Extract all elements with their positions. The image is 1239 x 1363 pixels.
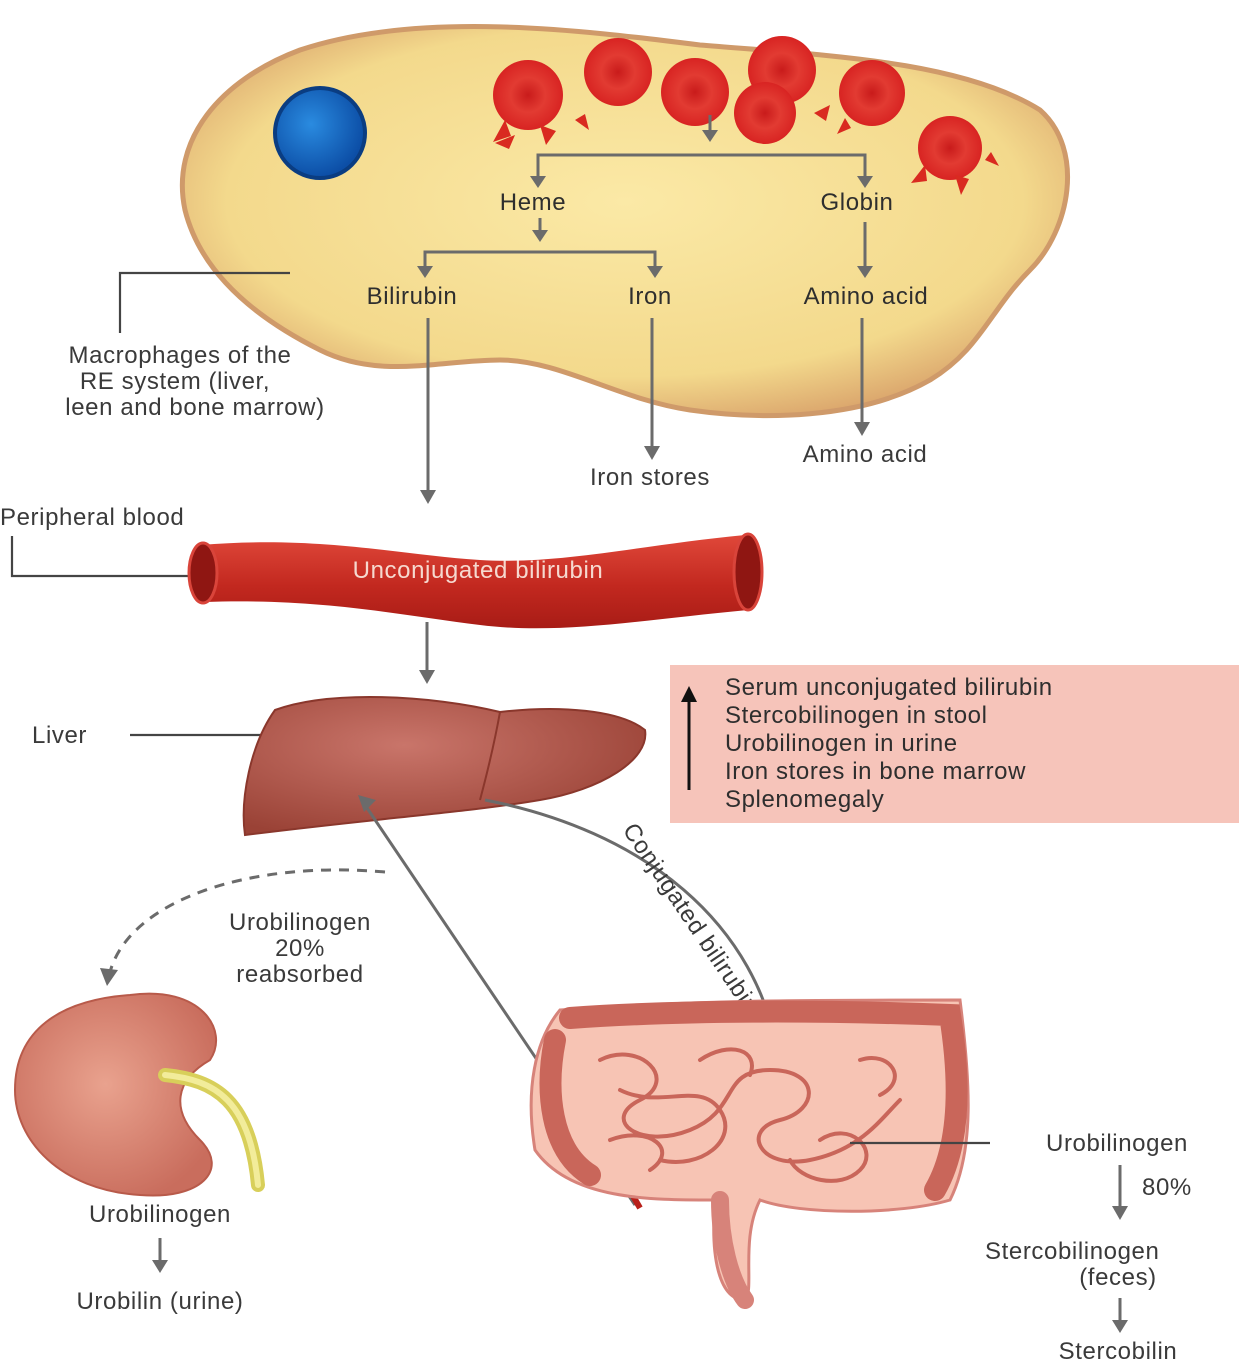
urobilin-urine-label: Urobilin (urine) [77,1288,244,1315]
kidney-urobilinogen-label: Urobilinogen [89,1201,231,1228]
vessel-opening-left [189,543,217,603]
heme-label: Heme [500,189,566,216]
macrophage-label-line3: leen and bone marrow) [65,394,324,421]
iron-stores-label: Iron stores [590,464,710,491]
peripheral-blood-label: Peripheral blood [0,504,184,531]
intestine-arrow-1-head [1112,1206,1128,1220]
rbc [661,58,729,126]
rbc [584,38,652,106]
reabsorbed-line2: 20% [275,935,325,962]
arrow-to-liver-head [419,670,435,684]
dashed-arrow-head [100,968,118,986]
finding-item: Iron stores in bone marrow [725,758,1026,785]
feces-label: (feces) [1079,1264,1157,1291]
reabsorbed-line1: Urobilinogen [229,909,371,936]
percent-80-label: 80% [1142,1174,1192,1201]
vessel-opening-right [734,534,762,610]
bilirubin-label: Bilirubin [367,283,458,310]
liver [244,697,646,835]
intestine-urobilinogen-label: Urobilinogen [1046,1130,1188,1157]
stercobilinogen-label: Stercobilinogen [985,1238,1159,1265]
finding-item: Stercobilinogen in stool [725,702,988,729]
finding-item: Serum unconjugated bilirubin [725,674,1053,701]
stercobilin-label: Stercobilin [1059,1338,1178,1363]
macrophage-label-line2: RE system (liver, [80,368,270,395]
finding-item: Splenomegaly [725,786,884,813]
finding-item: Urobilinogen in urine [725,730,958,757]
liver-label: Liver [32,722,87,749]
kidney-arrow-head [152,1260,168,1273]
amino-acid-outside-label: Amino acid [803,441,928,468]
rbc [918,116,982,180]
conjugated-bilirubin-label: Conjugated bilirubin [617,818,765,1019]
amino-acid-label: Amino acid [804,283,929,310]
blood-leader-line [12,536,190,576]
vessel-text: Unconjugated bilirubin [353,557,604,584]
nucleus [275,88,365,178]
rbc [734,82,796,144]
intestine [531,1000,968,1300]
iron-label: Iron [628,283,672,310]
intestine-arrow-2-head [1112,1320,1128,1333]
rbc-rupturing [493,60,563,130]
kidney [15,994,216,1196]
macrophage-label-line1: Macrophages of the [69,342,292,369]
reabsorbed-line3: reabsorbed [236,961,363,988]
rbc [839,60,905,126]
globin-label: Globin [821,189,894,216]
